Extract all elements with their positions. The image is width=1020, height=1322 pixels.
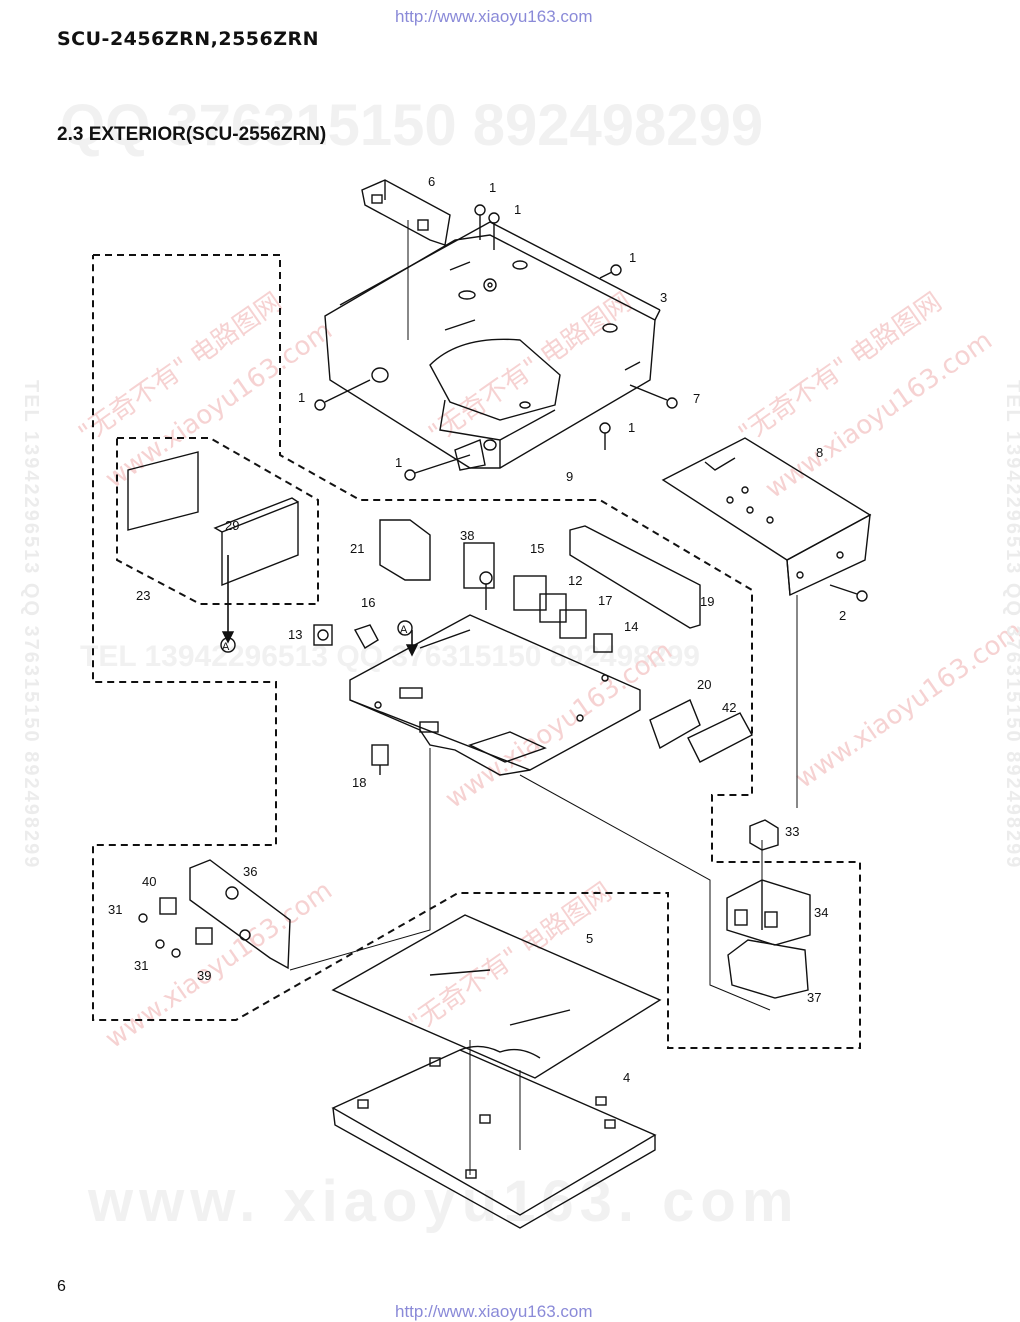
part-label: 34 [814, 905, 828, 920]
part-label: 4 [623, 1070, 630, 1085]
page-number: 6 [57, 1278, 66, 1295]
dashed-group-main [92, 254, 861, 1049]
part-label: 9 [566, 469, 573, 484]
part-label: 21 [350, 541, 364, 556]
ref-marker-a: A [400, 624, 408, 636]
part-label: 1 [489, 180, 496, 195]
dashed-group-23 [116, 437, 319, 605]
tel-watermark: TEL 13942296513 QQ 376315150 892498299 [80, 640, 700, 673]
part-6-bracket [361, 179, 451, 340]
case-part-4 [331, 1045, 657, 1229]
part-label: 8 [816, 445, 823, 460]
main-board-part-9 [349, 614, 641, 776]
part-label: 42 [722, 700, 736, 715]
part-label: 31 [134, 958, 148, 973]
part-label: 19 [700, 594, 714, 609]
screw-group [314, 204, 868, 602]
part-label: 1 [628, 420, 635, 435]
part-label: 1 [298, 390, 305, 405]
part-label: 37 [807, 990, 821, 1005]
section-title: 2.3 EXTERIOR(SCU-2556ZRN) [57, 124, 327, 145]
part-label: 12 [568, 573, 582, 588]
part-label: 18 [352, 775, 366, 790]
part-label: 38 [460, 528, 474, 543]
plate-part-5 [331, 914, 662, 1079]
board-components [313, 519, 753, 775]
bottom-url[interactable]: http://www.xiaoyu163.com [395, 1302, 593, 1321]
part-label: 15 [530, 541, 544, 556]
site-watermark: www. xiaoyu163. com [88, 1169, 800, 1234]
part-label: 20 [697, 677, 711, 692]
ref-marker-a-circle [220, 637, 236, 653]
part-8-bracket [661, 437, 872, 808]
part-label: 31 [108, 902, 122, 917]
chassis-part-3 [324, 221, 661, 471]
part-label: 1 [395, 455, 402, 470]
qq-watermark: QQ 376315150 892498299 [60, 93, 764, 158]
part-label: 29 [225, 518, 239, 533]
part-label: 7 [693, 391, 700, 406]
part-label: 36 [243, 864, 257, 879]
part-label: 1 [629, 250, 636, 265]
leader-lines [289, 748, 771, 1175]
part-label: 2 [839, 608, 846, 623]
part-number-labels: 6 1 1 1 3 1 7 1 1 8 9 29 21 38 15 12 17 … [108, 174, 846, 1085]
part-23-29-assembly [127, 451, 299, 644]
part-label: 17 [598, 593, 612, 608]
part-label: 33 [785, 824, 799, 839]
parts-33-34-37 [726, 819, 811, 999]
part-label: 40 [142, 874, 156, 889]
ref-marker-a-circle [397, 620, 413, 636]
part-36-bracket [138, 859, 291, 970]
part-label: 39 [197, 968, 211, 983]
part-label: 14 [624, 619, 638, 634]
model-title: SCU-2456ZRN,2556ZRN [57, 28, 320, 50]
top-url[interactable]: http://www.xiaoyu163.com [395, 7, 593, 26]
part-label: 1 [514, 202, 521, 217]
part-label: 13 [288, 627, 302, 642]
part-label: 23 [136, 588, 150, 603]
part-label: 6 [428, 174, 435, 189]
part-label: 3 [660, 290, 667, 305]
part-label: 5 [586, 931, 593, 946]
ref-marker-a: A [222, 641, 230, 653]
part-label: 16 [361, 595, 375, 610]
